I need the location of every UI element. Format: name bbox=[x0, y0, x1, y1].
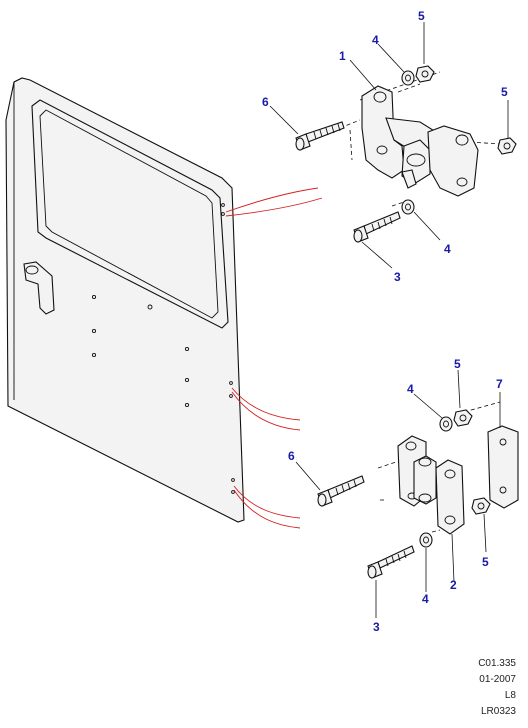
callout-labels: 1 2 3 3 4 4 4 4 5 5 5 5 6 6 7 bbox=[262, 9, 508, 634]
callout-4-upper-top: 4 bbox=[372, 33, 379, 47]
upper-nut-5-right bbox=[497, 137, 517, 155]
lower-washer-4-bottom bbox=[419, 532, 433, 548]
reference-code-2: 01-2007 bbox=[479, 674, 516, 685]
rear-door-panel bbox=[5, 77, 245, 523]
callout-5-upper-right: 5 bbox=[501, 85, 508, 99]
callout-1: 1 bbox=[339, 49, 346, 63]
door-handle bbox=[23, 261, 55, 315]
reference-code-4: LR0323 bbox=[480, 706, 516, 717]
door-window-frame bbox=[31, 99, 229, 329]
reference-code-1: C01.335 bbox=[478, 658, 516, 669]
upper-hinge-bolt-6 bbox=[295, 121, 345, 151]
callout-4-lower-top: 4 bbox=[407, 382, 414, 396]
door-window-glass bbox=[39, 109, 219, 319]
upper-hinge-bolt-3 bbox=[353, 211, 401, 243]
callout-5-lower-top: 5 bbox=[454, 357, 461, 371]
callout-7: 7 bbox=[496, 377, 503, 391]
upper-washer-4-top bbox=[401, 70, 415, 86]
callout-2: 2 bbox=[450, 578, 457, 592]
door-mounting-holes bbox=[91, 203, 235, 494]
reference-code-3: L8 bbox=[504, 690, 516, 701]
callout-6-upper: 6 bbox=[262, 95, 269, 109]
upper-nut-5-top bbox=[415, 65, 435, 83]
callout-3-upper: 3 bbox=[394, 270, 401, 284]
callout-6-lower: 6 bbox=[288, 449, 295, 463]
lower-hinge-body-half-2 bbox=[435, 459, 465, 535]
lower-hinge-pivot bbox=[413, 455, 437, 505]
upper-hinge-assembly bbox=[295, 65, 517, 243]
lower-hinge-bolt-3 bbox=[367, 545, 415, 579]
callout-5-lower-bottom: 5 bbox=[482, 555, 489, 569]
callout-3-lower: 3 bbox=[373, 620, 380, 634]
lower-hinge-bolt-6 bbox=[317, 475, 365, 507]
callout-5-upper-top: 5 bbox=[418, 9, 425, 23]
callout-leader-lines bbox=[269, 22, 509, 618]
lower-nut-5-bottom bbox=[471, 497, 491, 515]
lower-nut-5-top bbox=[453, 409, 473, 427]
hinge-location-highlight-lines bbox=[225, 187, 323, 529]
lower-hinge-assembly bbox=[317, 401, 519, 579]
callout-4-upper-bottom: 4 bbox=[444, 242, 451, 256]
upper-hinge-body-half bbox=[427, 125, 479, 197]
lower-hinge-mounting-plate-7 bbox=[487, 425, 519, 509]
callout-4-lower-bottom: 4 bbox=[422, 592, 429, 606]
lower-washer-4-top bbox=[439, 416, 453, 432]
upper-washer-4-bottom bbox=[401, 199, 415, 215]
